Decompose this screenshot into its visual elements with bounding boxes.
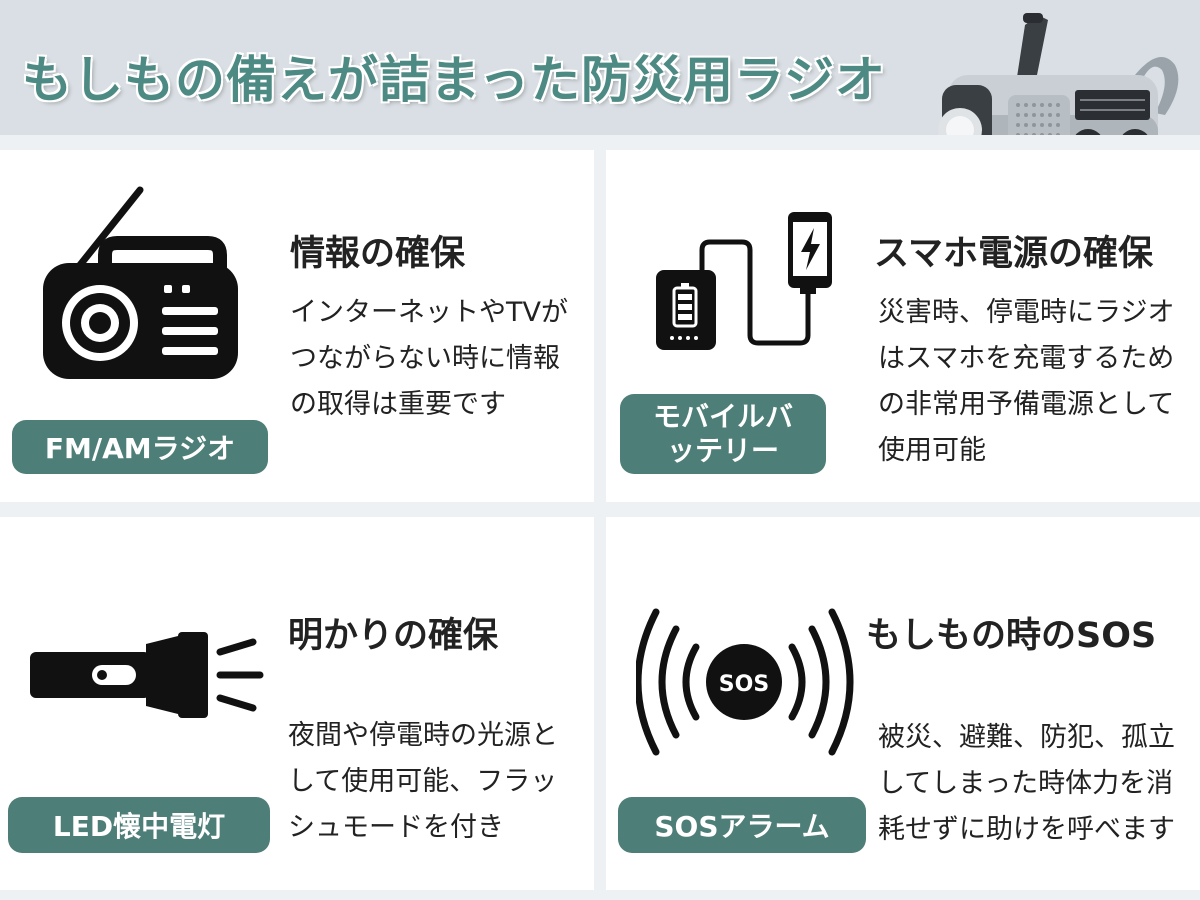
- feature-badge: SOSアラーム: [618, 797, 866, 853]
- page-title: もしもの備えが詰まった防災用ラジオ: [21, 50, 886, 110]
- sos-icon-label: SOS: [719, 672, 769, 697]
- feature-card-battery: スマホ電源の確保 災害時、停電時にラジオ はスマホを充電するため の非常用予備電…: [606, 150, 1200, 502]
- feature-badge: モバイルバ ッテリー: [620, 394, 826, 474]
- feature-badge: FM/AMラジオ: [12, 420, 268, 474]
- feature-title: もしもの時のSOS: [866, 616, 1157, 656]
- feature-title: スマホ電源の確保: [874, 234, 1153, 274]
- battery-phone-icon: [656, 212, 832, 350]
- feature-badge: LED懐中電灯: [8, 797, 270, 853]
- feature-description: 夜間や停電時の光源と して使用可能、フラッ シュモードを付き: [288, 720, 558, 843]
- radio-icon: [43, 186, 238, 379]
- feature-description: インターネットやTVが つながらない時に情報 の取得は重要です: [290, 297, 568, 420]
- flashlight-icon: [30, 632, 264, 718]
- sos-alarm-icon: SOS: [636, 608, 854, 756]
- feature-description: 被災、避難、防犯、孤立 してしまった時体力を消 耗せずに助けを呼べます: [878, 722, 1175, 845]
- feature-card-sos: SOS もしもの時のSOS 被災、避難、防犯、孤立 してしまった時体力を消 耗せ…: [606, 517, 1200, 890]
- feature-card-flashlight: 明かりの確保 夜間や停電時の光源と して使用可能、フラッ シュモードを付き LE…: [0, 517, 594, 890]
- feature-title: 情報の確保: [290, 234, 466, 274]
- feature-card-radio: 情報の確保 インターネットやTVが つながらない時に情報 の取得は重要です FM…: [0, 150, 594, 502]
- feature-title: 明かりの確保: [288, 616, 499, 656]
- feature-description: 災害時、停電時にラジオ はスマホを充電するため の非常用予備電源として 使用可能: [878, 297, 1175, 466]
